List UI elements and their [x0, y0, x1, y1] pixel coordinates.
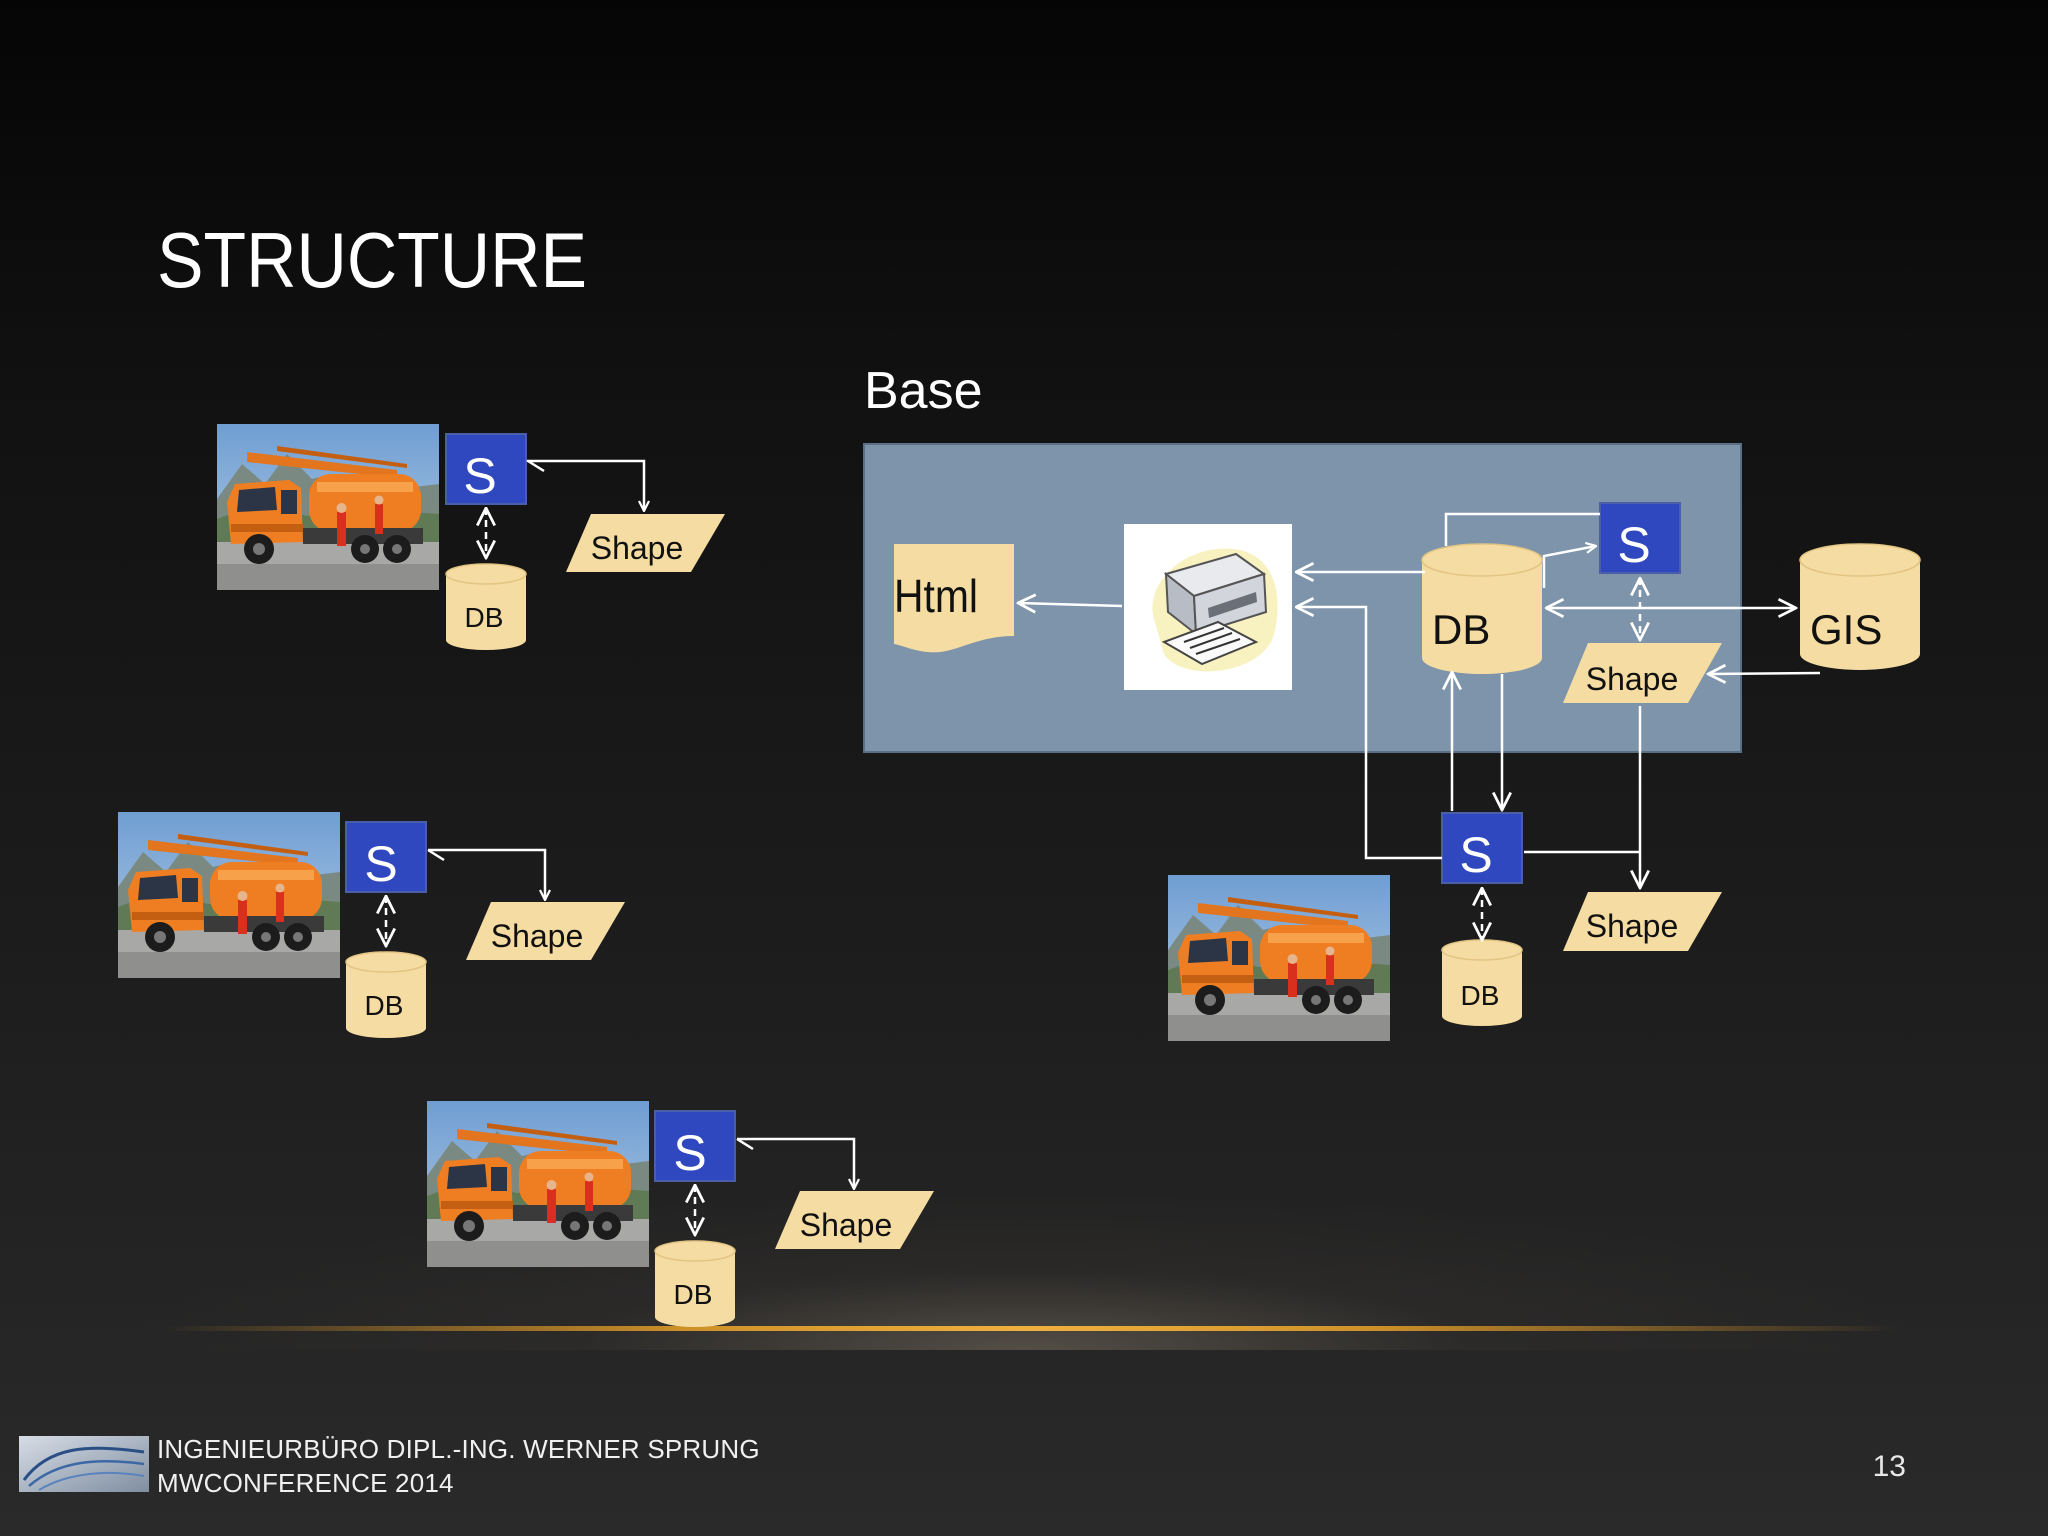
truck-photo — [217, 424, 439, 590]
footer-event: MWCONFERENCE 2014 — [157, 1468, 454, 1498]
db-label: DB — [674, 1279, 713, 1310]
gis-database: GIS — [1799, 543, 1921, 670]
client-group-2: S DB Shape — [118, 812, 625, 1038]
truck-photo — [1168, 875, 1390, 1041]
client-group-3: S DB Shape — [427, 1101, 934, 1327]
service-box — [445, 433, 527, 505]
printer-icon — [1124, 524, 1292, 690]
base-label: Base — [864, 362, 983, 420]
base-service-label: S — [1617, 517, 1650, 573]
base-shape-label: Shape — [1586, 661, 1679, 697]
slide-title: STRUCTURE — [157, 216, 587, 304]
html-label: Html — [894, 570, 978, 622]
bottom-glow — [0, 1050, 2048, 1350]
shape-label: Shape — [800, 1207, 893, 1243]
service-label: S — [364, 836, 397, 892]
shape-parallelogram — [466, 902, 625, 960]
company-logo — [19, 1436, 149, 1492]
footer-company: INGENIEURBÜRO DIPL.-ING. WERNER SPRUNG — [157, 1434, 760, 1464]
db-label: DB — [465, 602, 504, 633]
html-document — [894, 544, 1014, 653]
service-box — [345, 821, 427, 893]
service-box — [1441, 812, 1523, 884]
base-db-label: DB — [1432, 606, 1490, 653]
gis-label: GIS — [1810, 606, 1882, 653]
service-label: S — [673, 1125, 706, 1181]
service-label: S — [463, 448, 496, 504]
service-label: S — [1459, 827, 1492, 883]
truck-photo — [118, 812, 340, 978]
shape-label: Shape — [591, 530, 684, 566]
shape-label: Shape — [491, 918, 584, 954]
truck-photo — [427, 1101, 649, 1267]
client-group-1: S DB Shape — [217, 424, 725, 650]
shape-label: Shape — [1586, 908, 1679, 944]
db-label: DB — [1461, 980, 1500, 1011]
page-number: 13 — [1872, 1450, 1906, 1483]
base-service-box — [1599, 502, 1681, 574]
divider-line — [160, 1326, 1900, 1331]
base-shape-parallelogram — [1563, 643, 1722, 703]
shape-parallelogram — [775, 1191, 934, 1249]
service-box — [654, 1110, 736, 1182]
client-group-4: S DB Shape — [1168, 812, 1722, 1041]
shape-parallelogram — [1563, 892, 1722, 951]
db-label: DB — [365, 990, 404, 1021]
shape-parallelogram — [566, 514, 725, 572]
